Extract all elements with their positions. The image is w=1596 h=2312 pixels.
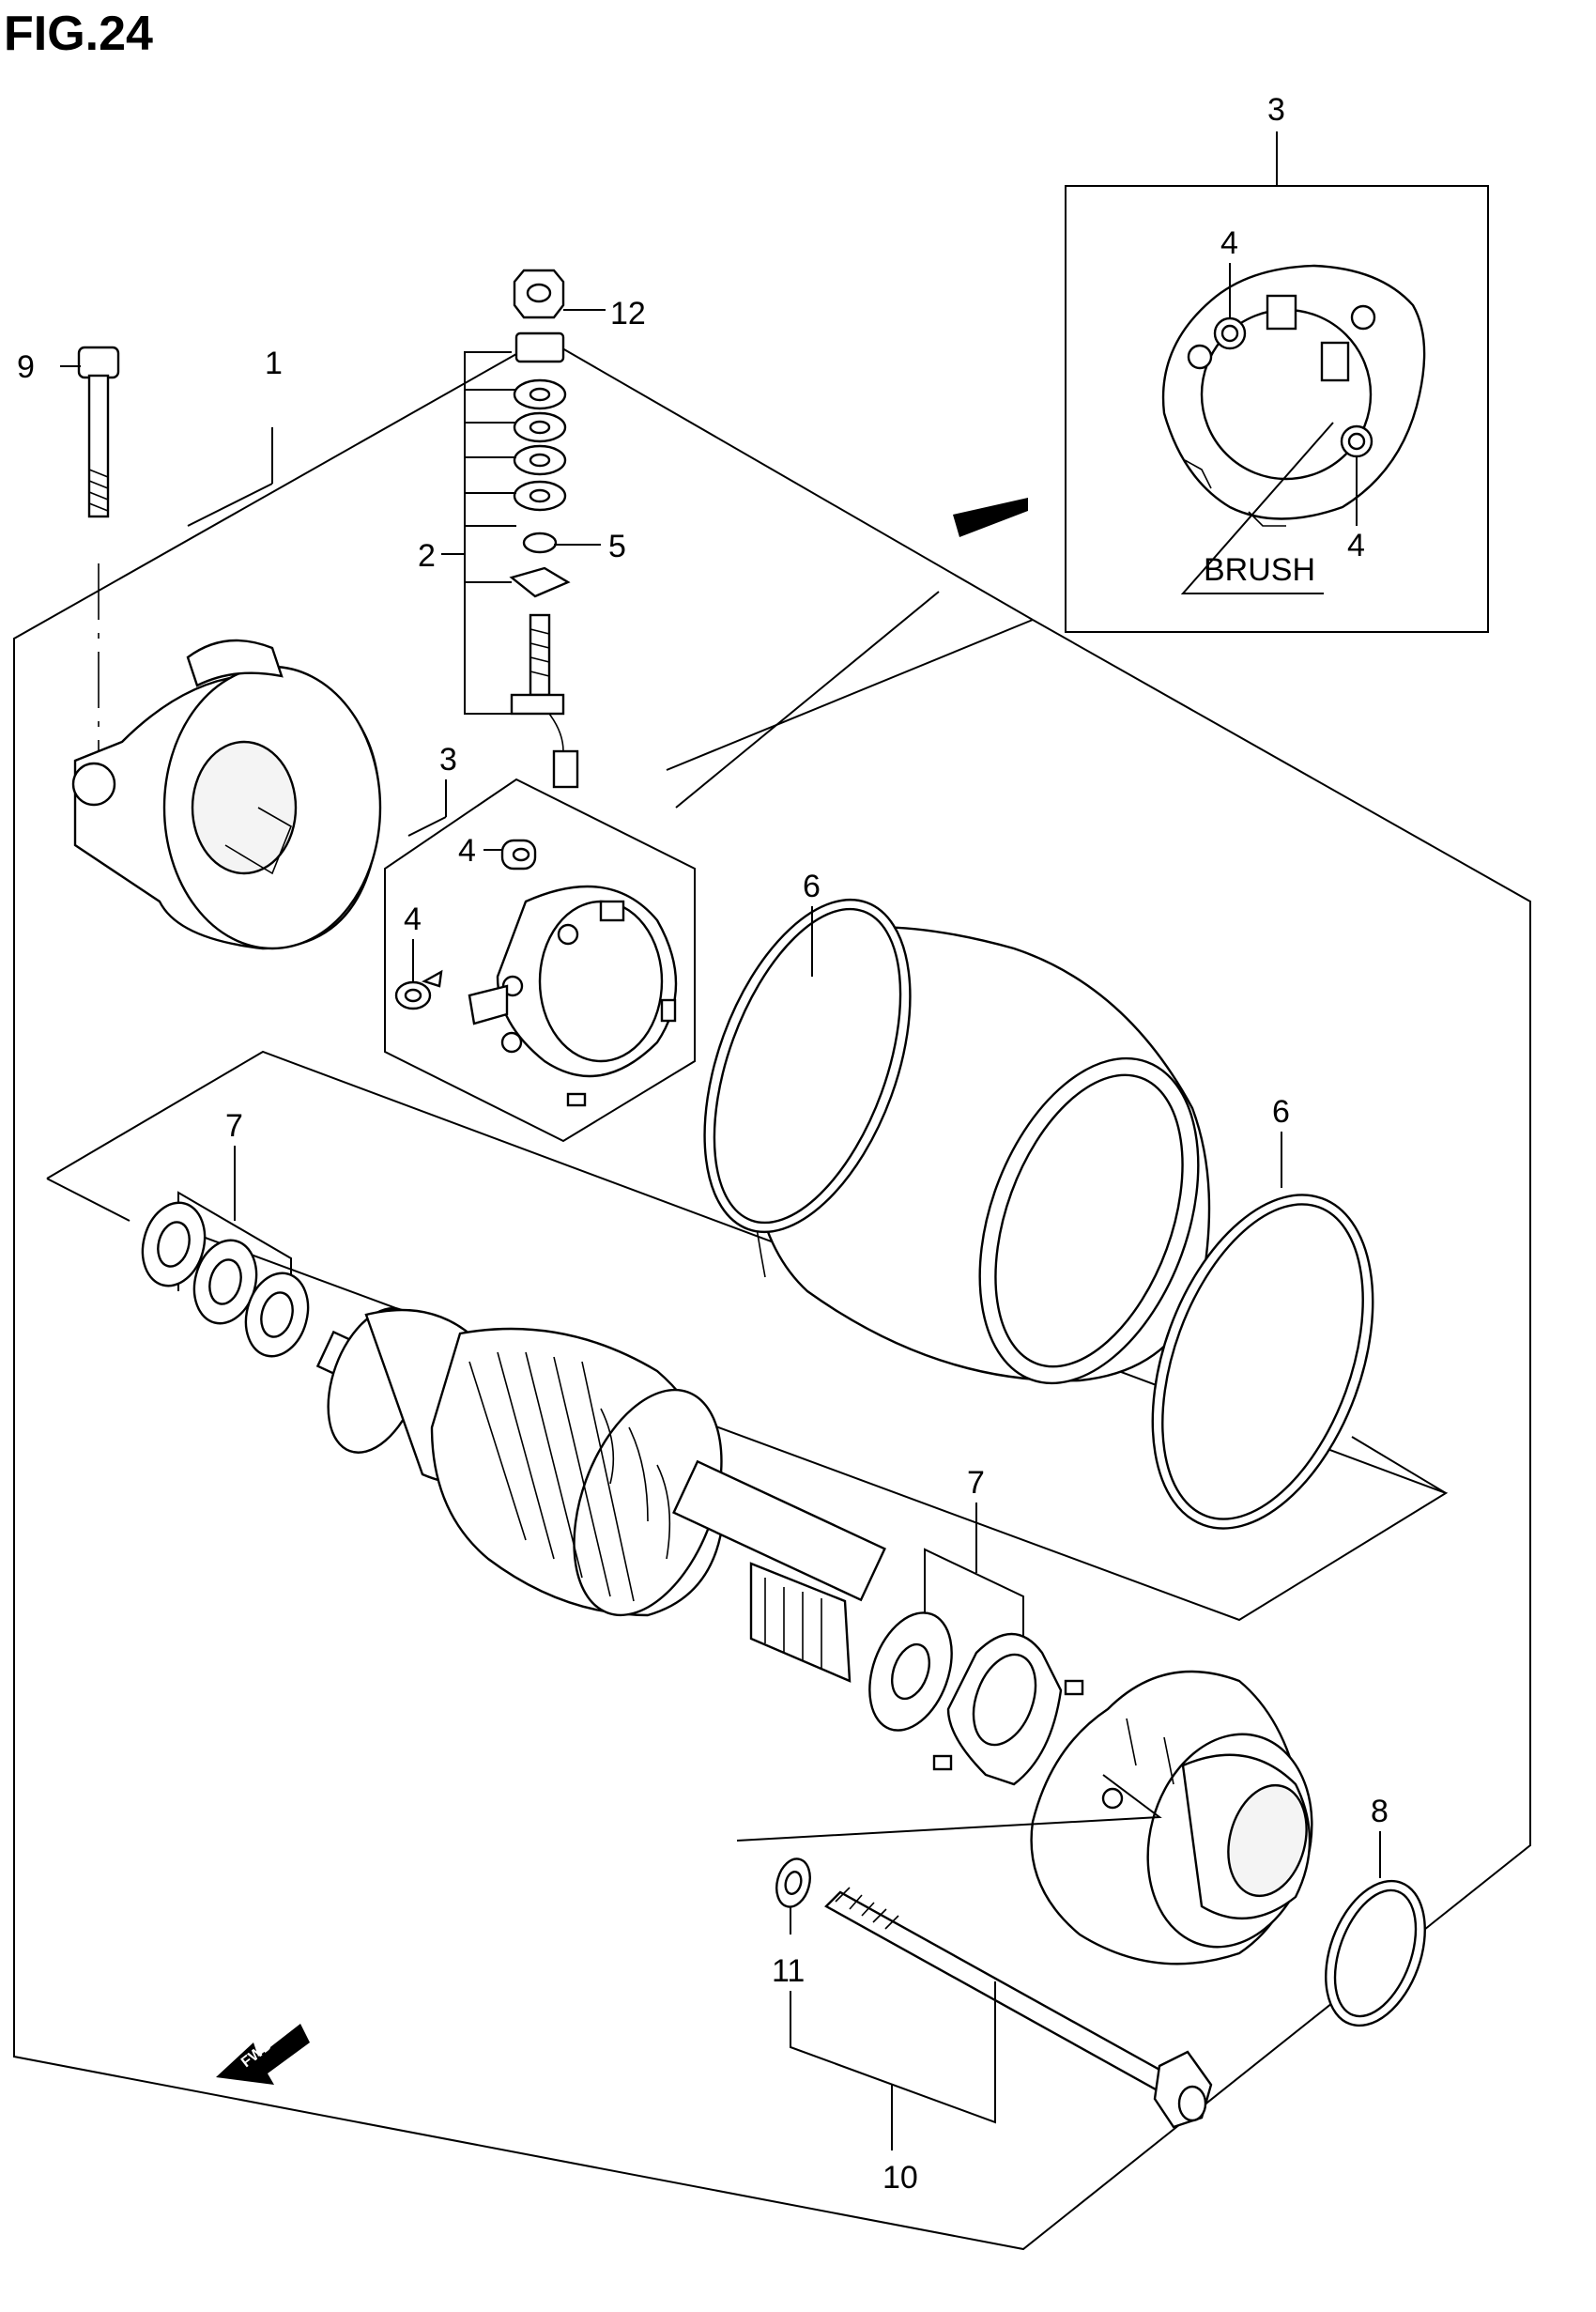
fwd-arrow-icon: FWD	[216, 2024, 310, 2085]
callout-2: 2	[418, 538, 436, 574]
callout-11: 9	[17, 349, 35, 385]
brush-label: BRUSH	[1204, 552, 1315, 588]
callout-1: 1	[265, 346, 283, 381]
callout-4-inset-bottom: 4	[1347, 528, 1365, 563]
leader-1-b	[187, 483, 273, 527]
callout-9: 10	[882, 2160, 918, 2196]
callout-4-inset-top: 4	[1220, 225, 1238, 261]
armature-group-box-left	[46, 1178, 130, 1222]
callout-4-b: 4	[404, 902, 422, 937]
callout-4-a: 4	[458, 833, 476, 869]
callout-8: 8	[1371, 1794, 1389, 1829]
nut-12	[513, 269, 565, 319]
callout-5: 5	[608, 529, 626, 564]
armature-group-box-tail	[1351, 1436, 1447, 1494]
terminal-stack-2	[509, 331, 579, 789]
bracket-7b	[924, 1548, 1024, 1662]
brush-holder-hexbox	[384, 778, 696, 1143]
armature	[315, 1307, 886, 1683]
oring-6a	[703, 898, 912, 1234]
oring-8	[1325, 1879, 1426, 2027]
bolt-11	[77, 346, 120, 518]
brush-holder-3	[468, 885, 678, 1107]
rear-end-cover	[71, 639, 382, 950]
figure-title: FIG.24	[4, 7, 153, 61]
inset-leader	[675, 591, 940, 809]
washers-7a	[141, 1201, 310, 1358]
bracket-2	[464, 351, 512, 715]
housing-leader	[736, 1774, 1162, 1842]
front-housing	[1030, 1670, 1313, 1965]
callout-3-inset: 3	[1267, 92, 1285, 128]
assembly-boundary	[544, 337, 1034, 621]
assembly-boundary-left	[13, 337, 1531, 2251]
bolt-9	[824, 1887, 1213, 2129]
brush-4a	[500, 839, 537, 871]
brush-holder-inset	[1161, 264, 1426, 527]
callout-12: 12	[610, 296, 646, 331]
callout-6-a: 6	[803, 869, 821, 904]
inset-link-line	[666, 619, 1034, 771]
brush-4b	[394, 969, 443, 1010]
callout-7-a: 7	[225, 1108, 243, 1144]
callout-3: 3	[439, 742, 457, 778]
inset-pointer	[953, 498, 1028, 537]
oring-6b	[1151, 1194, 1374, 1530]
washer-10	[775, 1857, 811, 1908]
brush-leader	[1180, 422, 1334, 594]
callout-6-b: 6	[1272, 1094, 1290, 1130]
callout-10: 11	[772, 1953, 805, 1989]
washers-7b	[868, 1611, 1084, 1786]
callout-7-b: 7	[967, 1465, 985, 1501]
